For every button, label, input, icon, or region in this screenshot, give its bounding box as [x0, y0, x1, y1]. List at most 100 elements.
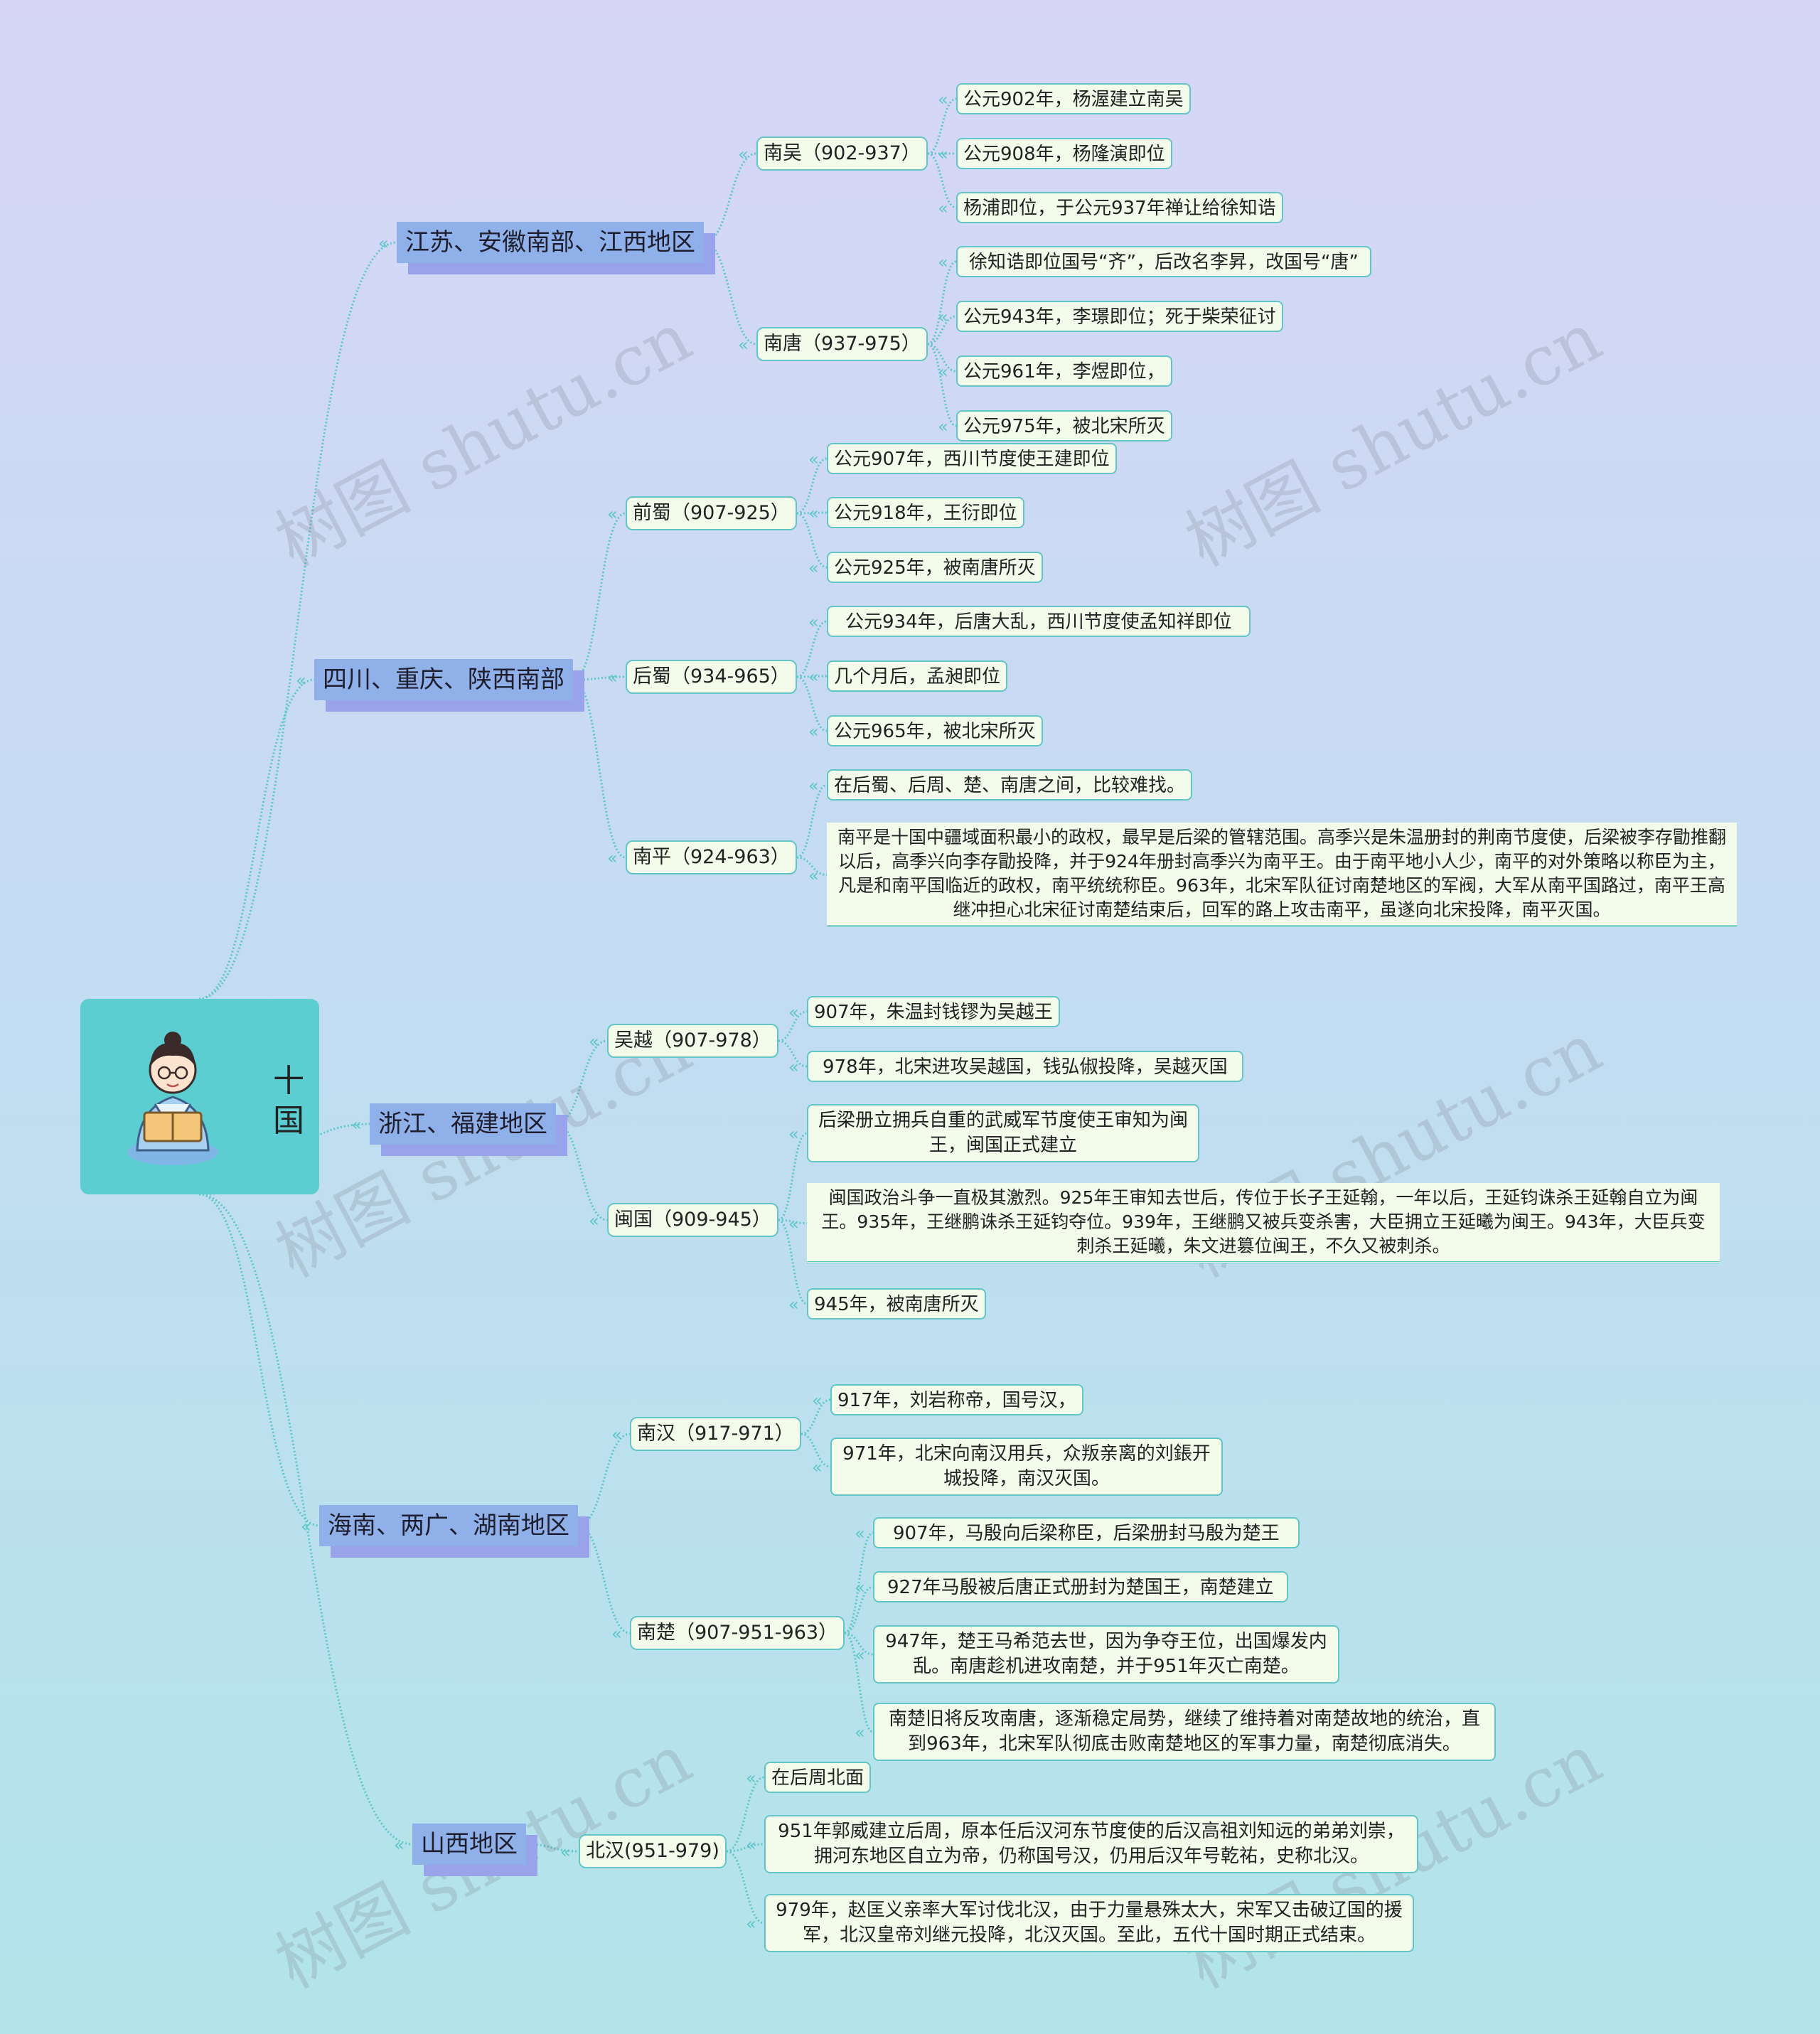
- connector-line: [198, 1193, 413, 1846]
- chevron-icon: «: [808, 866, 819, 886]
- state-houshu[interactable]: 后蜀（934-965）: [626, 660, 797, 694]
- connector-line: [555, 1039, 608, 1125]
- event-item[interactable]: 公元925年，被南唐所灭: [827, 552, 1043, 583]
- state-nanwu[interactable]: 南吴（902-937）: [756, 137, 928, 171]
- chevron-icon: «: [812, 1457, 823, 1477]
- chevron-icon: «: [855, 1723, 865, 1743]
- connector-line: [927, 260, 957, 346]
- chevron-icon: «: [938, 144, 948, 164]
- chevron-icon: «: [808, 558, 819, 578]
- connector-line: [572, 512, 626, 681]
- chevron-icon: «: [808, 667, 819, 687]
- scholar-reading-icon: [127, 1032, 218, 1165]
- state-wuyue[interactable]: 吴越（907-978）: [607, 1024, 778, 1058]
- region-sichuan-chongqing-shaanxi[interactable]: 四川、重庆、陕西南部: [314, 659, 573, 700]
- chevron-icon: «: [788, 1295, 799, 1315]
- event-item[interactable]: 南楚旧将反攻南唐，逐渐稳定局势，继续了维持着对南楚故地的统治，直到963年，北宋…: [873, 1703, 1496, 1761]
- connector-line: [796, 512, 828, 569]
- connector-line: [726, 1850, 765, 1925]
- chevron-icon: «: [808, 503, 819, 523]
- event-item[interactable]: 979年，赵匡义亲率大军讨伐北汉，由于力量悬殊太大，宋军又击破辽国的援军，北汉皇…: [764, 1894, 1414, 1952]
- event-item[interactable]: 945年，被南唐所灭: [807, 1288, 986, 1320]
- event-item[interactable]: 在后周北面: [764, 1762, 872, 1793]
- connector-line: [778, 1010, 808, 1042]
- connector-line: [703, 241, 757, 346]
- state-nanhan[interactable]: 南汉（917-971）: [630, 1417, 801, 1451]
- chevron-icon: «: [812, 1391, 823, 1411]
- region-zhejiang-fujian[interactable]: 浙江、福建地区: [370, 1103, 556, 1145]
- connector-line: [572, 678, 626, 859]
- chevron-icon: «: [788, 1057, 799, 1077]
- event-item[interactable]: 971年，北宋向南汉用兵，众叛亲离的刘鋹开城投降，南汉灭国。: [830, 1438, 1223, 1496]
- event-item[interactable]: 公元961年，李煜即位，: [956, 355, 1172, 387]
- connector-line: [572, 675, 626, 681]
- connector-line: [577, 1433, 631, 1527]
- connector-line: [796, 457, 828, 515]
- event-item[interactable]: 公元902年，杨渥建立南吴: [956, 83, 1191, 114]
- event-item[interactable]: 公元975年，被北宋所灭: [956, 410, 1172, 441]
- event-item[interactable]: 在后蜀、后周、楚、南唐之间，比较难找。: [827, 769, 1193, 801]
- chevron-icon: «: [560, 1842, 571, 1862]
- chevron-icon: «: [808, 612, 819, 632]
- chevron-icon: «: [301, 1516, 311, 1536]
- connector-line: [927, 315, 957, 346]
- connector-line: [927, 343, 957, 373]
- event-item[interactable]: 公元965年，被北宋所灭: [827, 715, 1043, 746]
- chevron-icon: «: [611, 1425, 622, 1445]
- event-item[interactable]: 978年，北宋进攻吴越国，钱弘俶投降，吴越灭国: [807, 1051, 1243, 1082]
- event-item[interactable]: 几个月后，孟昶即位: [827, 660, 1008, 692]
- chevron-icon: «: [855, 1524, 865, 1543]
- state-nanchu[interactable]: 南楚（907-951-963）: [630, 1616, 845, 1650]
- chevron-icon: «: [788, 1002, 799, 1022]
- state-qianshu[interactable]: 前蜀（907-925）: [626, 496, 797, 530]
- connector-line: [778, 1219, 808, 1224]
- chevron-icon: «: [589, 1032, 599, 1051]
- connector-line: [796, 620, 828, 678]
- chevron-icon: «: [746, 1768, 756, 1788]
- chevron-icon: «: [938, 90, 948, 109]
- event-item[interactable]: 公元943年，李璟即位；死于柴荣征讨: [956, 301, 1283, 332]
- state-nanping[interactable]: 南平（924-963）: [626, 840, 797, 874]
- region-shanxi[interactable]: 山西地区: [412, 1824, 526, 1865]
- event-paragraph[interactable]: 闽国政治斗争一直极其激烈。925年王审知去世后，传位于长子王延翰，一年以后，王延…: [807, 1183, 1720, 1263]
- region-hainan-guangdong-guangxi-hunan[interactable]: 海南、两广、湖南地区: [319, 1505, 578, 1546]
- event-item[interactable]: 公元934年，后唐大乱，西川节度使孟知祥即位: [827, 606, 1251, 637]
- region-jiangsu-anhui-jiangxi[interactable]: 江苏、安徽南部、江西地区: [397, 222, 704, 263]
- chevron-icon: «: [938, 307, 948, 327]
- state-minguo[interactable]: 闽国（909-945）: [607, 1203, 778, 1237]
- event-item[interactable]: 951年郭威建立后周，原本任后汉河东节度使的后汉高祖刘知远的弟弟刘崇，拥河东地区…: [764, 1815, 1418, 1873]
- event-item[interactable]: 徐知诰即位国号“齐”，后改名李昇，改国号“唐”: [956, 246, 1371, 277]
- chevron-icon: «: [378, 233, 389, 253]
- chevron-icon: «: [808, 449, 819, 469]
- connector-line: [796, 856, 828, 876]
- chevron-icon: «: [746, 1835, 756, 1855]
- chevron-icon: «: [589, 1211, 599, 1231]
- state-nantang[interactable]: 南唐（937-975）: [756, 327, 928, 361]
- event-item[interactable]: 927年马殷被后唐正式册封为楚国王，南楚建立: [873, 1571, 1288, 1602]
- event-paragraph[interactable]: 南平是十国中疆域面积最小的政权，最早是后梁的管辖范围。高季兴是朱温册封的荆南节度…: [827, 823, 1737, 927]
- event-item[interactable]: 907年，马殷向后梁称臣，后梁册封马殷为楚王: [873, 1517, 1300, 1548]
- event-item[interactable]: 公元907年，西川节度使王建即位: [827, 443, 1117, 474]
- connector-line: [703, 152, 757, 244]
- connector-line: [778, 1132, 808, 1221]
- connector-line: [844, 1585, 874, 1634]
- event-item[interactable]: 公元908年，杨隆演即位: [956, 138, 1172, 169]
- chevron-icon: «: [855, 1578, 865, 1597]
- event-item[interactable]: 917年，刘岩称帝，国号汉，: [830, 1384, 1083, 1415]
- chevron-icon: «: [738, 335, 749, 355]
- event-item[interactable]: 后梁册立拥兵自重的武威军节度使王审知为闽王，闽国正式建立: [807, 1104, 1199, 1162]
- chevron-icon: «: [746, 1914, 756, 1934]
- chevron-icon: «: [607, 504, 618, 524]
- event-item[interactable]: 杨浦即位，于公元937年禅让给徐知诰: [956, 192, 1283, 223]
- state-beihan[interactable]: 北汉(951-979): [579, 1834, 727, 1868]
- root-node[interactable]: 十国: [80, 999, 319, 1194]
- event-item[interactable]: 907年，朱温封钱镠为吴越王: [807, 996, 1060, 1027]
- chevron-icon: «: [938, 362, 948, 382]
- root-title: 十国: [273, 1063, 304, 1139]
- chevron-icon: «: [738, 144, 749, 164]
- connector-line: [577, 1524, 631, 1634]
- connector-line: [801, 1433, 831, 1468]
- event-item[interactable]: 公元918年，王衍即位: [827, 497, 1024, 528]
- connector-line: [927, 343, 957, 427]
- event-item[interactable]: 947年，楚王马希范去世，因为争夺王位，出国爆发内乱。南唐趁机进攻南楚，并于95…: [873, 1625, 1339, 1684]
